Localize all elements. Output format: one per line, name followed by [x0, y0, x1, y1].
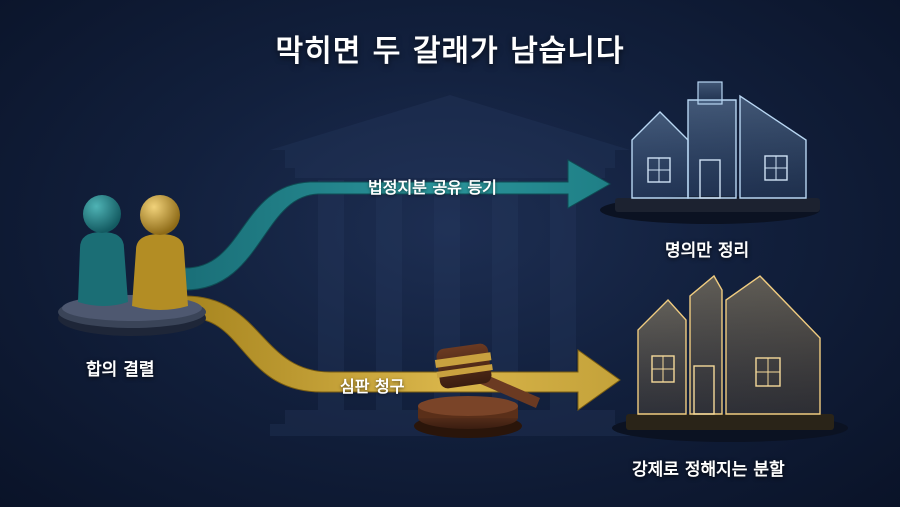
- people-figures-icon: [58, 195, 206, 336]
- lower-outcome-label: 강제로 정해지는 분할: [632, 460, 785, 480]
- gold-arrow-label: 심판 청구: [340, 377, 405, 396]
- teal-arrow-label: 법정지분 공유 등기: [368, 178, 497, 197]
- upper-outcome-label: 명의만 정리: [665, 241, 750, 261]
- teal-arrow: [184, 159, 612, 291]
- glass-house-icon: [600, 81, 820, 224]
- page-title: 막히면 두 갈래가 남습니다: [275, 34, 625, 69]
- start-label: 합의 결렬: [86, 360, 155, 380]
- gold-arrow: [184, 295, 621, 411]
- gavel-icon: [414, 343, 540, 438]
- split-house-icon: [612, 274, 848, 442]
